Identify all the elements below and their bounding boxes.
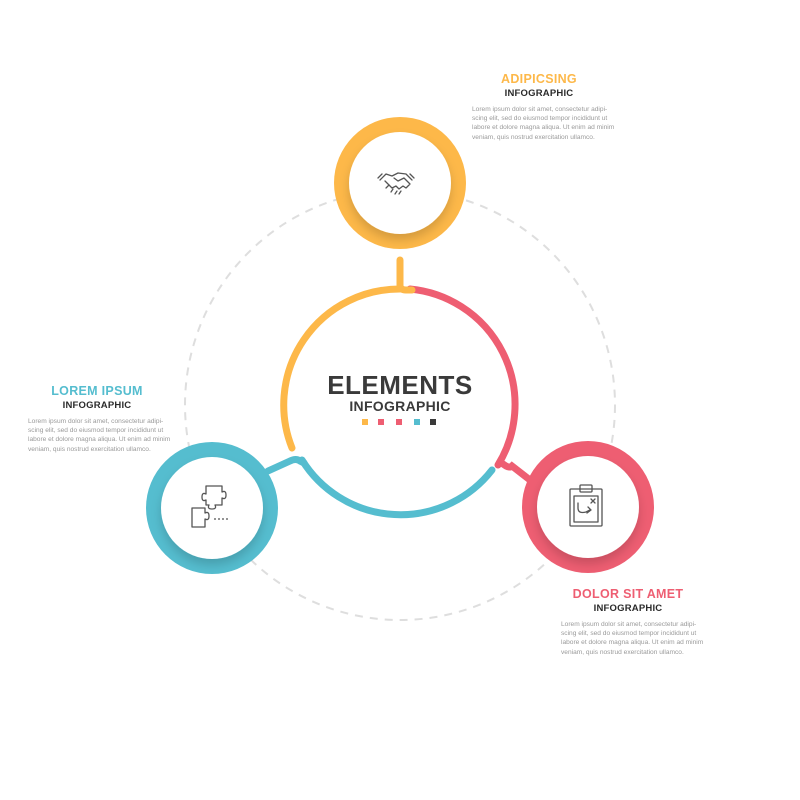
label-left-subtitle: INFOGRAPHIC	[62, 400, 132, 411]
center-subtitle: INFOGRAPHIC	[349, 398, 451, 414]
connector-left	[264, 456, 308, 475]
node-top	[334, 117, 466, 249]
label-top-title: ADIPICSING	[501, 72, 577, 86]
label-left-title: LOREM IPSUM	[51, 384, 143, 398]
clipboard-strategy-icon	[569, 484, 603, 527]
label-right-title: DOLOR SIT AMET	[572, 587, 684, 601]
swatch-teal	[414, 419, 420, 425]
connector-right	[496, 458, 534, 484]
color-swatches	[360, 419, 440, 429]
swatch-red-2	[396, 419, 402, 425]
body-line: veniam, quis nostrud exercitation ullamc…	[28, 445, 151, 453]
handshake-icon	[377, 172, 415, 195]
node-left	[146, 442, 278, 574]
body-line: Lorem ipsum dolor sit amet, consectetur …	[472, 106, 608, 113]
label-right-subtitle: INFOGRAPHIC	[593, 603, 663, 614]
body-line: veniam, quis nostrud exercitation ullamc…	[561, 648, 684, 656]
ring-segment-yellow	[280, 285, 404, 452]
body-line: scing elit, sed do eiusmod tempor incidi…	[28, 427, 164, 435]
body-line: scing elit, sed do eiusmod tempor incidi…	[472, 115, 608, 123]
connector-top	[396, 256, 416, 294]
label-right-body: Lorem ipsum dolor sit amet, consectetur …	[561, 620, 704, 657]
ring-segment-red	[406, 285, 519, 469]
ring-segment-teal	[298, 456, 496, 519]
swatch-yellow	[362, 419, 368, 425]
center-ring	[280, 285, 519, 519]
body-line: Lorem ipsum dolor sit amet, consectetur …	[28, 418, 164, 425]
label-left-body: Lorem ipsum dolor sit amet, consectetur …	[28, 417, 171, 454]
body-line: veniam, quis nostrud exercitation ullamc…	[472, 133, 595, 141]
body-line: labore et dolore magna aliqua. Ut enim a…	[561, 639, 704, 647]
center-title: ELEMENTS	[327, 370, 473, 400]
puzzle-icon	[191, 485, 230, 528]
label-top-subtitle: INFOGRAPHIC	[504, 88, 574, 99]
label-top: ADIPICSING INFOGRAPHIC Lorem ipsum dolor…	[472, 72, 615, 142]
body-line: Lorem ipsum dolor sit amet, consectetur …	[561, 621, 697, 628]
label-left: LOREM IPSUM INFOGRAPHIC Lorem ipsum dolo…	[28, 384, 171, 454]
swatch-dark	[430, 419, 436, 425]
label-right: DOLOR SIT AMET INFOGRAPHIC Lorem ipsum d…	[561, 587, 704, 657]
node-right	[522, 441, 654, 573]
label-top-body: Lorem ipsum dolor sit amet, consectetur …	[472, 105, 615, 142]
body-line: scing elit, sed do eiusmod tempor incidi…	[561, 630, 697, 638]
body-line: labore et dolore magna aliqua. Ut enim a…	[28, 436, 171, 444]
body-line: labore et dolore magna aliqua. Ut enim a…	[472, 124, 615, 132]
swatch-red	[378, 419, 384, 425]
